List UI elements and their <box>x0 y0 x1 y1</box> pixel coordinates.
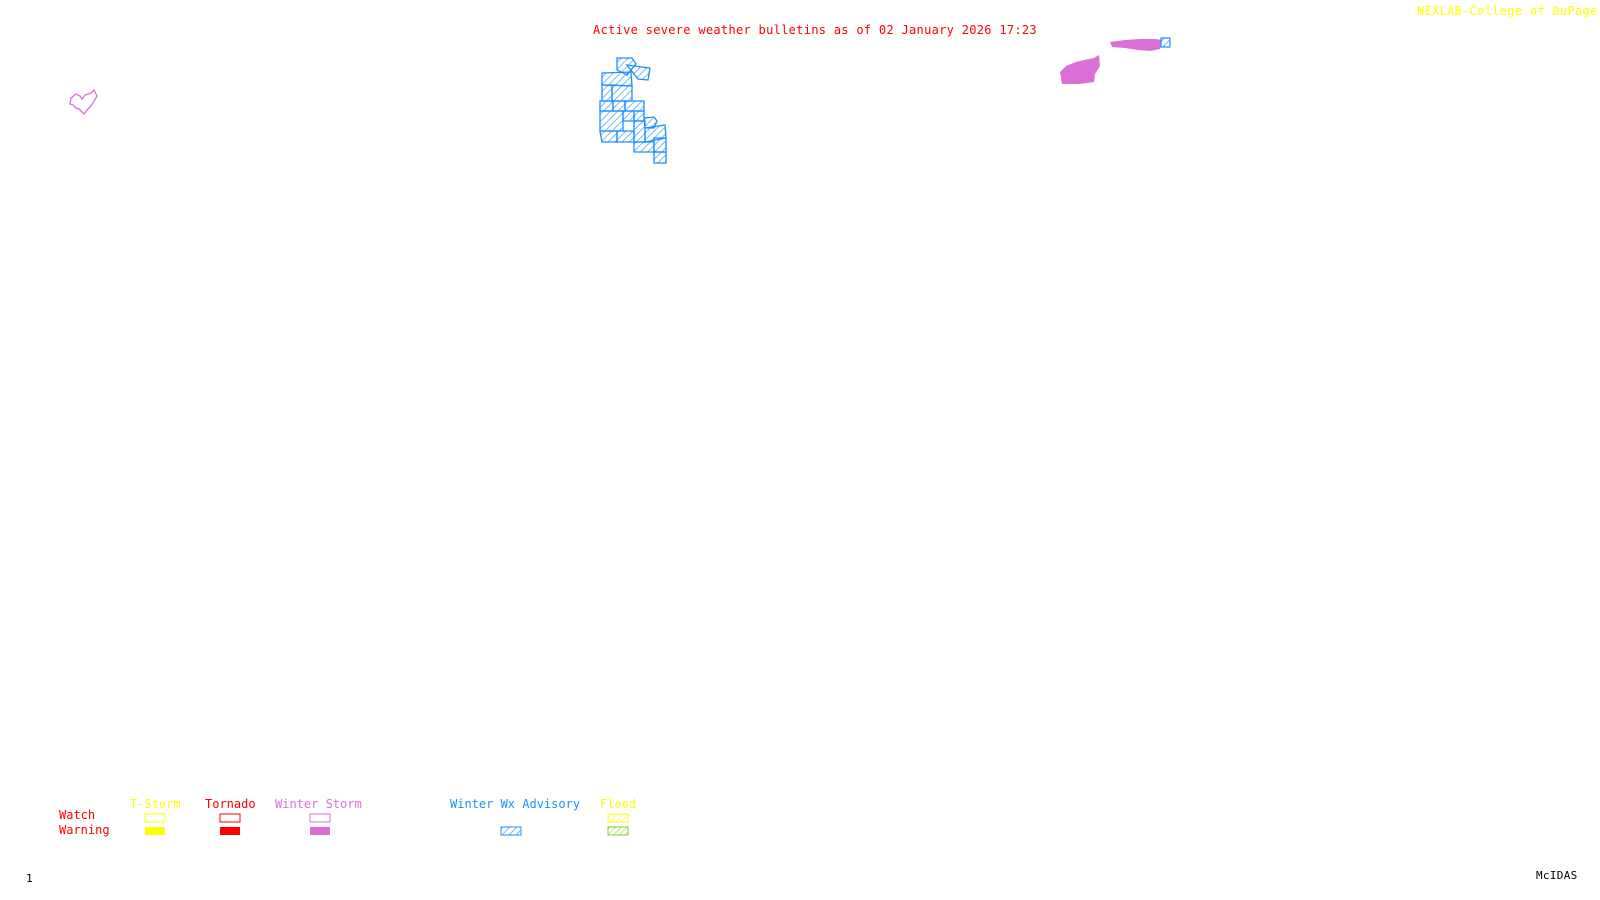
tornado-warning-swatch <box>220 827 240 835</box>
winter-storm-watch-swatch <box>309 813 331 823</box>
frame-number: 1 <box>26 872 33 885</box>
legend-winter-wx-advisory-label: Winter Wx Advisory <box>450 797 581 811</box>
flood-warning-swatch <box>607 826 629 836</box>
winter-wx-advisory-small-area <box>1160 37 1171 48</box>
legend-winter-storm-label: Winter Storm <box>275 797 362 811</box>
legend-flood-label: Flood <box>600 797 637 811</box>
winter-storm-watch-area <box>69 88 98 115</box>
winter-storm-warning-swatch <box>310 827 330 835</box>
tornado-watch-swatch <box>219 813 241 823</box>
software-label: McIDAS <box>1536 869 1578 882</box>
legend-warning-label: Warning <box>59 823 110 837</box>
winter-wx-advisory-swatch <box>500 826 522 836</box>
flood-watch-swatch <box>607 813 629 823</box>
winter-storm-warning-area <box>1060 39 1162 84</box>
legend-tornado-label: Tornado <box>205 797 256 811</box>
winter-wx-advisory-cluster <box>599 57 667 164</box>
tstorm-watch-swatch <box>144 813 166 823</box>
credit-label: NEXLAB-College of DuPage <box>1417 4 1598 18</box>
legend-watch-label: Watch <box>59 808 96 822</box>
legend-swatches <box>144 813 629 836</box>
bulletin-title: Active severe weather bulletins as of 02… <box>593 23 1037 37</box>
tstorm-warning-swatch <box>145 827 165 835</box>
legend-tstorm-label: T-Storm <box>130 797 181 811</box>
